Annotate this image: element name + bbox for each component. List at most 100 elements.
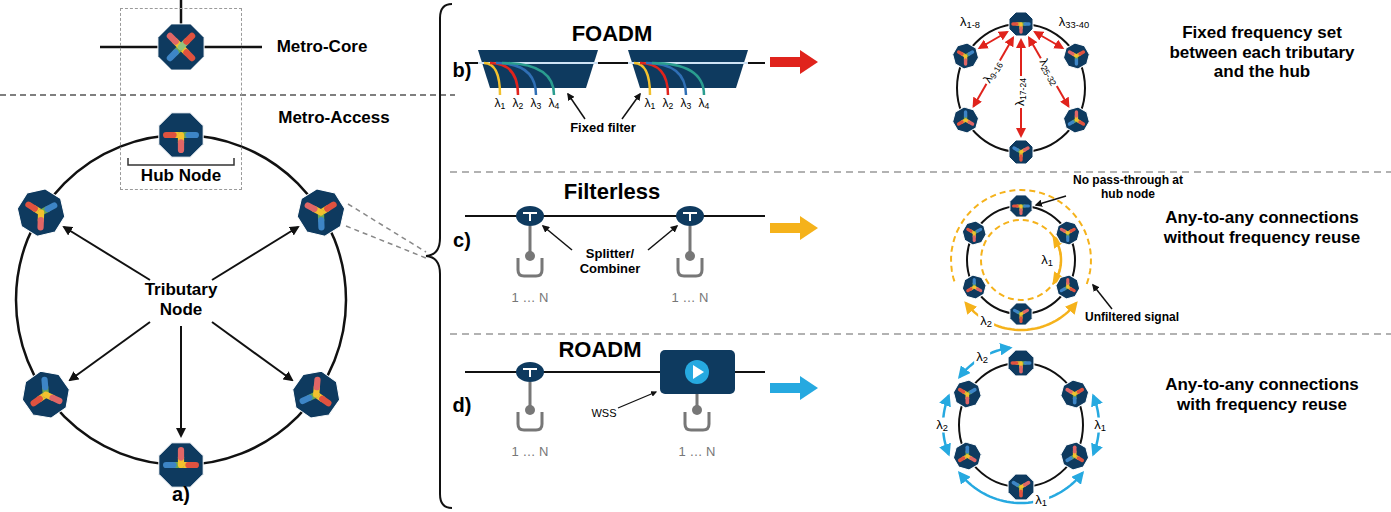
octagon: [1010, 195, 1032, 217]
octagon: [1057, 376, 1092, 411]
wavelength-label: λ2: [974, 350, 990, 365]
node-icon: [1060, 40, 1093, 73]
icon-arm: [968, 229, 971, 231]
panel-title: Filterless: [564, 179, 661, 204]
wavelength-label: λ3: [531, 97, 542, 111]
icon-arm: [188, 132, 195, 138]
icon-arm: [1066, 280, 1069, 284]
icon-arm: [327, 205, 333, 209]
icon-arm: [971, 389, 975, 393]
panel-title: FOADM: [572, 21, 653, 46]
callout-label: No pass-through at hub node: [1069, 174, 1187, 202]
icon-arm: [1025, 22, 1029, 25]
node-icon: [1010, 195, 1032, 217]
octagon: [1060, 104, 1093, 137]
octagon: [1010, 303, 1032, 325]
panel-title: ROADM: [558, 337, 641, 362]
octagon: [158, 24, 204, 70]
ring: [967, 206, 1075, 314]
icon-arm: [1073, 447, 1077, 451]
wavelength-label: λ1: [1039, 253, 1055, 268]
icon-arm: [28, 205, 34, 209]
pointer-arrow: [212, 322, 292, 380]
node-icon: [1057, 376, 1092, 411]
node-type-label: Tributary Node: [136, 280, 226, 319]
wavelength-label: λ2: [663, 97, 674, 111]
dropped-channel: [502, 63, 554, 95]
icon-arm: [178, 142, 184, 149]
node-icon: [158, 24, 204, 70]
node-icon: [290, 182, 351, 243]
icon-arm: [1012, 361, 1016, 365]
wavelength-label: λ17-24: [1014, 76, 1028, 108]
panel-letter: b): [453, 59, 472, 82]
channel-link: [979, 32, 1007, 48]
icon-arm: [1061, 228, 1064, 232]
icon-arm: [178, 450, 184, 457]
description: Any-to-any connections without frequency…: [1155, 208, 1370, 247]
ring: [959, 363, 1083, 487]
wss-icon: [685, 360, 709, 384]
transceiver: [518, 412, 542, 430]
icon-arm: [977, 288, 980, 292]
node-label: Hub Node: [121, 166, 241, 186]
icon-arm: [1024, 148, 1027, 150]
icon-arm: [166, 462, 173, 468]
result-arrow: [770, 50, 818, 74]
hub-bracket: [128, 158, 234, 165]
icon-arm: [969, 121, 972, 125]
octagon: [1057, 438, 1092, 473]
curly-brace: [426, 4, 452, 508]
icon-arm: [959, 122, 962, 124]
icon-arm: [1014, 148, 1017, 150]
node-icon: [950, 376, 985, 411]
icon-arm: [1019, 318, 1022, 322]
icon-arm: [1019, 210, 1022, 214]
unfiltered-path: [981, 220, 1061, 300]
octagon: [1060, 40, 1093, 73]
dropped-channel: [490, 63, 518, 95]
octagon: [950, 438, 985, 473]
octagon: [949, 40, 982, 73]
icon-arm: [960, 390, 964, 392]
node-icon: [1009, 12, 1033, 36]
pointer-arrow: [1093, 285, 1112, 309]
icon-arm: [53, 396, 60, 403]
icon-arm: [188, 462, 195, 468]
description: Fixed frequency set between each tributa…: [1155, 23, 1370, 82]
node-icon: [949, 104, 982, 137]
dropped-channel: [484, 63, 500, 95]
octagon: [1053, 218, 1083, 248]
transceiver-dot: [525, 251, 535, 261]
icon-arm: [1073, 398, 1077, 402]
icon-arm: [965, 447, 969, 451]
icon-arm: [971, 457, 975, 461]
transceiver: [685, 412, 709, 430]
icon-arm: [1013, 22, 1017, 25]
node-icon: [1008, 474, 1034, 500]
icon-arm: [186, 36, 191, 41]
port-range: 1 … N: [672, 291, 709, 306]
panel-letter: d): [453, 394, 472, 417]
node-icon: [959, 272, 989, 302]
icon-arm: [965, 398, 969, 402]
wavelength-label: λ2: [978, 314, 994, 329]
pointer-arrow: [1036, 196, 1066, 205]
result-arrow: [770, 376, 818, 400]
access-ring: [16, 135, 346, 465]
wavelength-label: λ2: [934, 418, 950, 433]
octagon: [1009, 140, 1033, 164]
node-icon: [949, 40, 982, 73]
icon-arm: [973, 237, 976, 241]
row-divider: [450, 171, 1391, 173]
description: Any-to-any connections with frequency re…: [1155, 375, 1370, 414]
icon-arm: [1078, 390, 1082, 392]
node-icon: [11, 182, 72, 243]
callout-label: WSS: [591, 407, 616, 420]
fiber: [465, 215, 765, 217]
zoom-line: [346, 226, 426, 258]
wss-box: [660, 350, 735, 394]
octagon: [1009, 12, 1033, 36]
pointer-arrow: [70, 322, 150, 380]
icon-arm: [1061, 288, 1064, 292]
